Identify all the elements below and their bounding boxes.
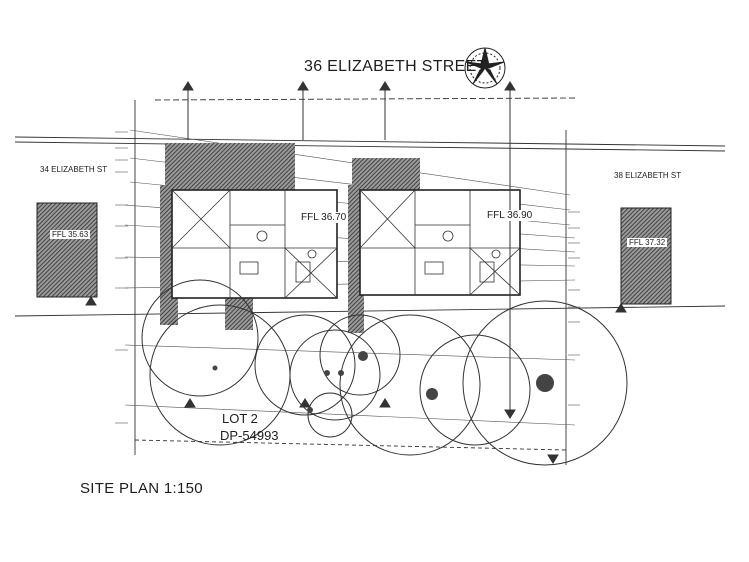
street-title: 36 ELIZABETH STREET: [304, 58, 487, 75]
ffl-house-2: FFL 36.90: [485, 210, 535, 221]
tree-trunks: [212, 351, 554, 413]
deposited-plan-label: DP-54993: [220, 428, 279, 443]
north-point-icon: [464, 47, 506, 89]
section-marker-icon: [85, 81, 627, 464]
level-ticks: [115, 131, 580, 424]
house-2: [348, 158, 521, 333]
left-neighbour-street-label: 34 ELIZABETH ST: [40, 165, 108, 174]
neighbour-building-right: [620, 207, 672, 305]
ffl-house-1: FFL 36.70: [299, 212, 349, 223]
boundary-lines: [14, 97, 726, 465]
ffl-right-neighbour: FFL 37.32: [627, 238, 668, 247]
neighbour-building-left: [36, 202, 98, 298]
drawing-caption: SITE PLAN 1:150: [80, 480, 203, 497]
lot-label: LOT 2: [222, 411, 258, 426]
right-neighbour-street-label: 38 ELIZABETH ST: [614, 171, 682, 180]
house-1: [160, 143, 338, 330]
ffl-left-neighbour: FFL 35.63: [50, 230, 91, 239]
tree-canopies: [141, 279, 628, 466]
